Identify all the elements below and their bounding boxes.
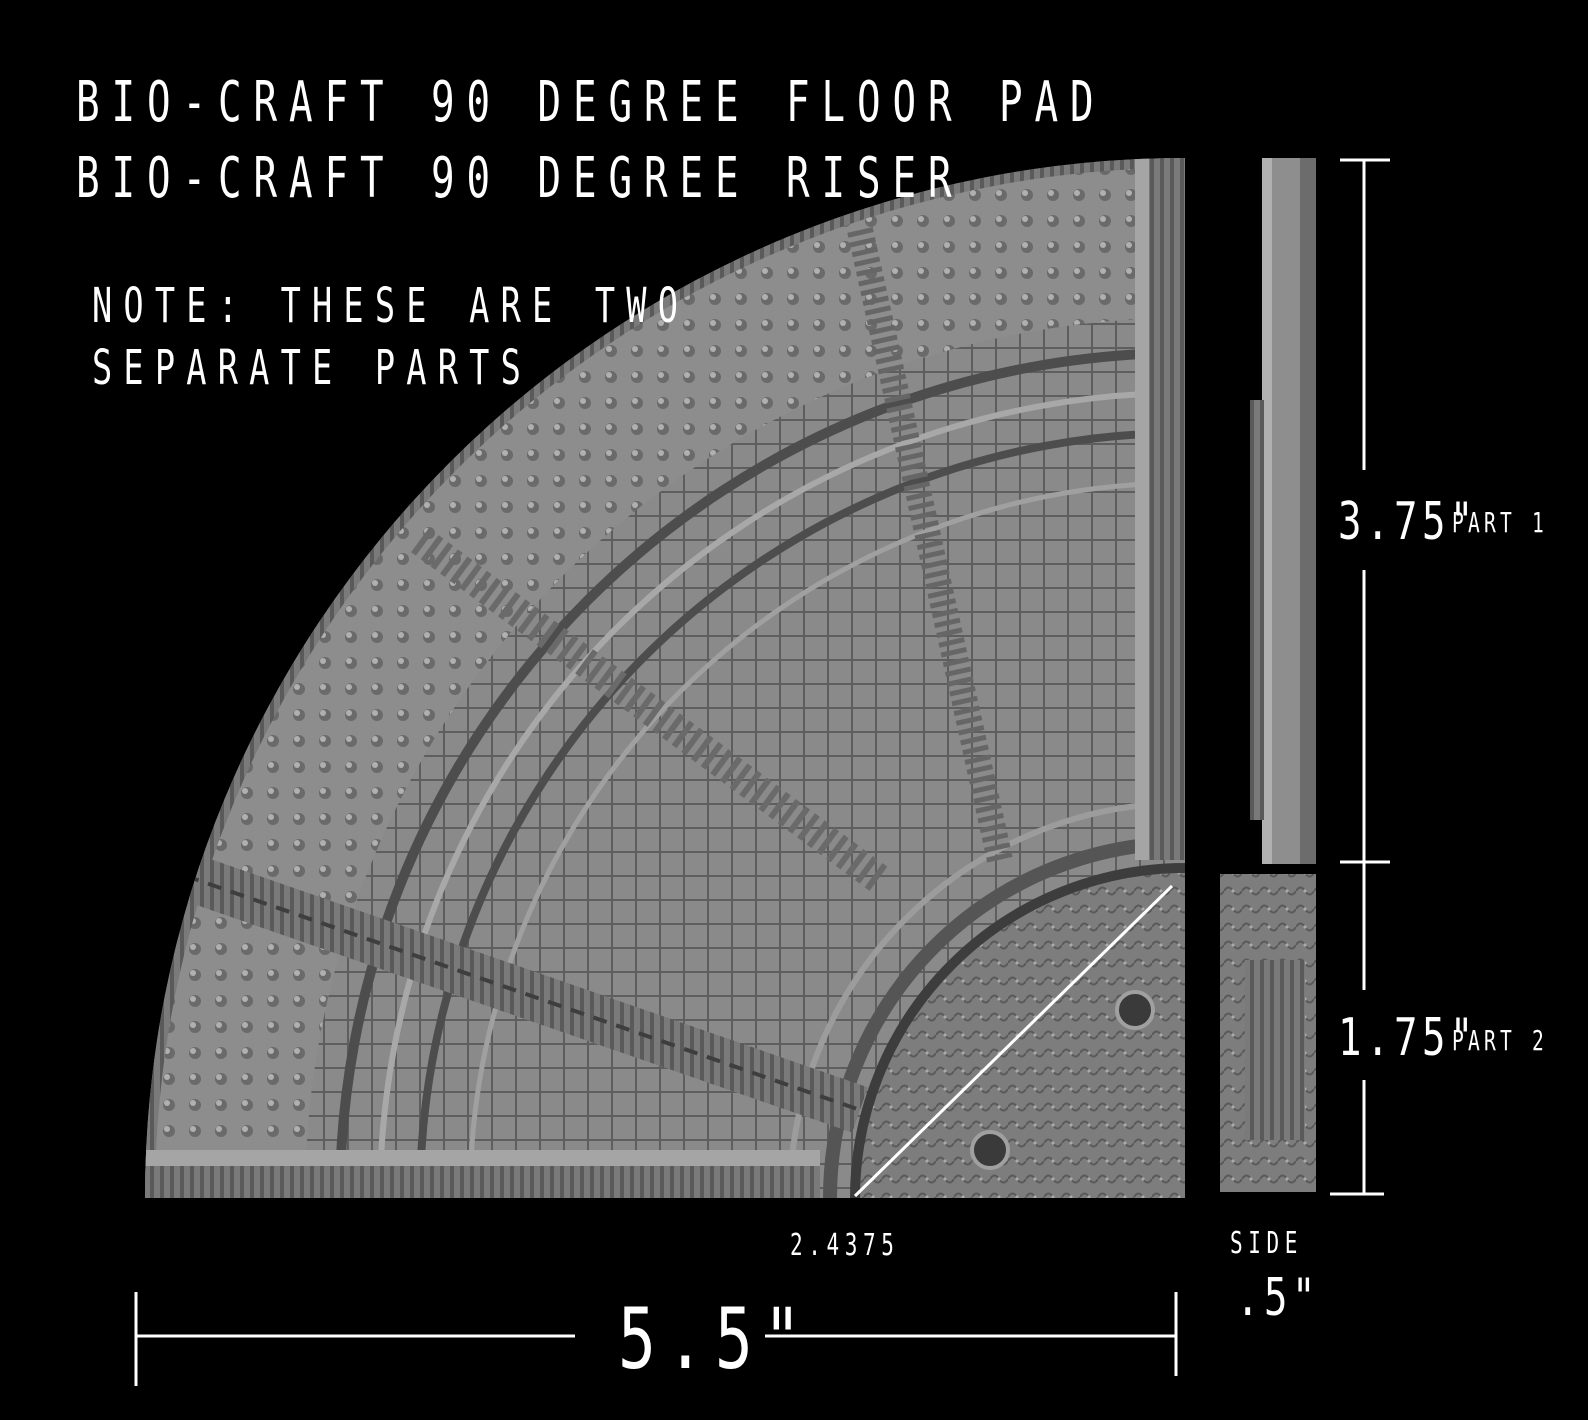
side-width-label: .5": [1236, 1268, 1320, 1328]
riser-side-model: [1220, 158, 1316, 1192]
total-width-label: 5.5": [618, 1290, 812, 1388]
note-line-2: SEPARATE PARTS: [92, 340, 533, 396]
inner-radius-label: 2.4375: [790, 1228, 900, 1263]
part2-label: PART 2: [1452, 1024, 1549, 1057]
dimension-lines: [134, 158, 1390, 1386]
floor-pad-model: [145, 158, 1185, 1198]
part2-height-label: 1.75": [1338, 1008, 1478, 1068]
title-line-2: BIO-CRAFT 90 DEGREE RISER: [76, 146, 964, 211]
side-label: SIDE: [1230, 1226, 1303, 1261]
note-line-1: NOTE: THESE ARE TWO: [92, 278, 690, 334]
title-line-1: BIO-CRAFT 90 DEGREE FLOOR PAD: [76, 70, 1106, 135]
part1-height-label: 3.75": [1338, 492, 1478, 552]
part1-label: PART 1: [1452, 506, 1549, 539]
